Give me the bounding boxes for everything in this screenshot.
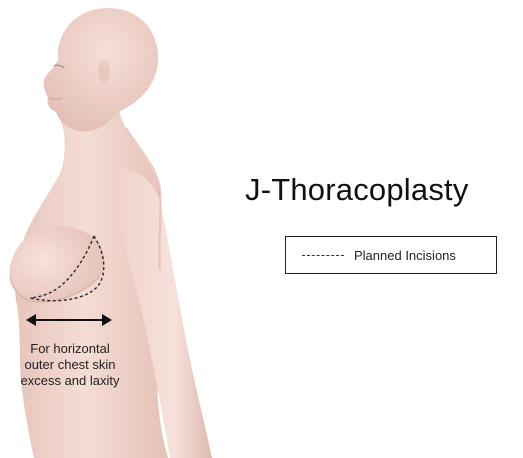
annotation-line-3: excess and laxity — [2, 373, 138, 389]
dashed-line-icon — [302, 255, 344, 256]
annotation-line-1: For horizontal — [2, 341, 138, 357]
legend-label: Planned Incisions — [354, 248, 456, 263]
arrow-annotation: For horizontal outer chest skin excess a… — [2, 341, 138, 389]
diagram-title: J-Thoracoplasty — [245, 172, 523, 208]
legend-box: Planned Incisions — [285, 236, 497, 274]
annotation-line-2: outer chest skin — [2, 357, 138, 373]
